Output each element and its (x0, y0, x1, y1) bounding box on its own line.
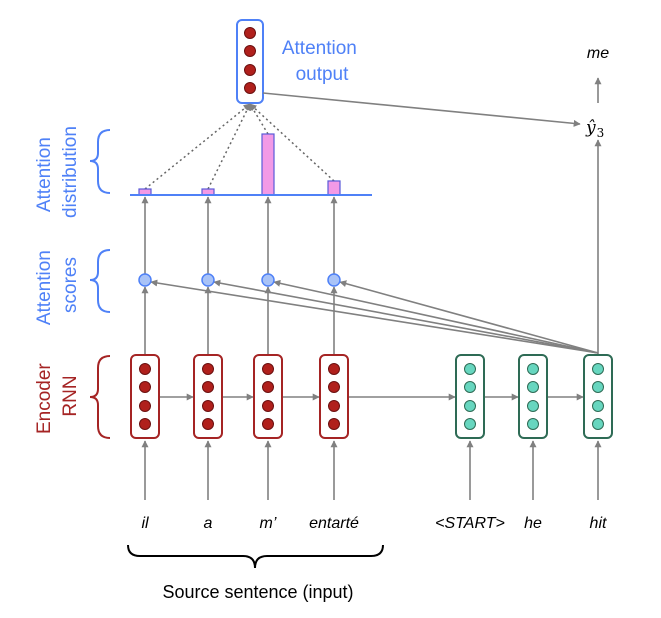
attention-scores-brace (89, 249, 111, 313)
attention-weighting-line (249, 103, 335, 182)
source-word: il (141, 515, 149, 532)
encoder-hidden-unit (202, 400, 214, 412)
decoder-hidden-unit (592, 400, 604, 412)
encoder-cell-box (193, 354, 223, 439)
connection-arrows (141, 77, 602, 500)
decoder-cell (518, 354, 548, 439)
attention-distribution-label: Attention distribution (34, 126, 81, 218)
encoder-hidden-unit (139, 418, 151, 430)
target-word: he (524, 515, 542, 532)
source-sentence-caption: Source sentence (input) (162, 582, 353, 602)
decoder-cell-box (583, 354, 613, 439)
attention-score-node (327, 273, 341, 287)
encoder-hidden-unit (328, 418, 340, 430)
decoder-hidden-unit (527, 400, 539, 412)
encoder-hidden-unit (139, 363, 151, 375)
attention-output-to-prediction-arrow (262, 92, 581, 127)
encoder-rnn-label: Encoder RNN (34, 358, 81, 434)
encoder-hidden-unit (202, 363, 214, 375)
decoder-hidden-unit (527, 381, 539, 393)
attention-output-vector (236, 19, 264, 104)
encoder-hidden-unit (262, 363, 274, 375)
attention-distribution-bars (138, 133, 341, 196)
encoder-hidden-unit (262, 418, 274, 430)
encoder-rnn-cells (130, 354, 349, 439)
query-arrow (339, 280, 599, 354)
decoder-cell (455, 354, 485, 439)
attention-score-node (201, 273, 215, 287)
decoder-cell (583, 354, 613, 439)
decoder-rnn-cells (455, 354, 613, 439)
target-word: hit (590, 515, 607, 532)
decoder-hidden-unit (592, 363, 604, 375)
attention-score-nodes (138, 273, 341, 287)
encoder-cell-box (130, 354, 160, 439)
encoder-hidden-unit (262, 381, 274, 393)
target-word: <START> (435, 515, 505, 532)
query-arrow (213, 279, 599, 354)
encoder-cell (130, 354, 160, 439)
attention-scores-label: Attention scores (34, 245, 81, 325)
source-word: m’ (260, 515, 277, 532)
attention-weighting-lines (144, 103, 335, 190)
attention-output-label: Attention output (282, 38, 362, 85)
decoder-hidden-unit (592, 381, 604, 393)
attention-weighting-line (144, 103, 251, 190)
encoder-cell-box (319, 354, 349, 439)
decoder-hidden-unit (464, 363, 476, 375)
attention-distribution-brace (89, 129, 111, 194)
encoder-hidden-unit (139, 400, 151, 412)
encoder-cell (193, 354, 223, 439)
attention-weight-bar (327, 180, 341, 196)
decoder-cell-box (518, 354, 548, 439)
encoder-hidden-unit (328, 400, 340, 412)
encoder-hidden-unit (202, 381, 214, 393)
decoder-hidden-unit (464, 400, 476, 412)
encoder-cell (319, 354, 349, 439)
source-sentence-brace (127, 544, 384, 569)
output-word: me (587, 45, 609, 62)
attention-weighting-line (207, 103, 251, 190)
encoder-hidden-unit (202, 418, 214, 430)
attention-score-node (261, 273, 275, 287)
decoder-hidden-unit (592, 418, 604, 430)
decoder-hidden-unit (527, 363, 539, 375)
encoder-cell-box (253, 354, 283, 439)
encoder-hidden-unit (262, 400, 274, 412)
prediction-y3: ŷ3 (585, 118, 604, 140)
decoder-hidden-unit (527, 418, 539, 430)
source-word: a (204, 515, 213, 532)
encoder-cell (253, 354, 283, 439)
encoder-hidden-unit (328, 363, 340, 375)
attention-weight-bar (261, 133, 275, 196)
query-arrow (273, 279, 599, 354)
encoder-hidden-unit (328, 381, 340, 393)
decoder-cell-box (455, 354, 485, 439)
decoder-hidden-unit (464, 381, 476, 393)
input-words: il a m’ entarté <START> he hit (141, 515, 607, 532)
source-word: entarté (309, 515, 359, 532)
encoder-hidden-unit (139, 381, 151, 393)
attention-score-node (138, 273, 152, 287)
attention-weighting-line (249, 103, 269, 135)
decoder-hidden-unit (464, 418, 476, 430)
query-arrow (150, 279, 599, 354)
encoder-rnn-brace (89, 355, 111, 439)
